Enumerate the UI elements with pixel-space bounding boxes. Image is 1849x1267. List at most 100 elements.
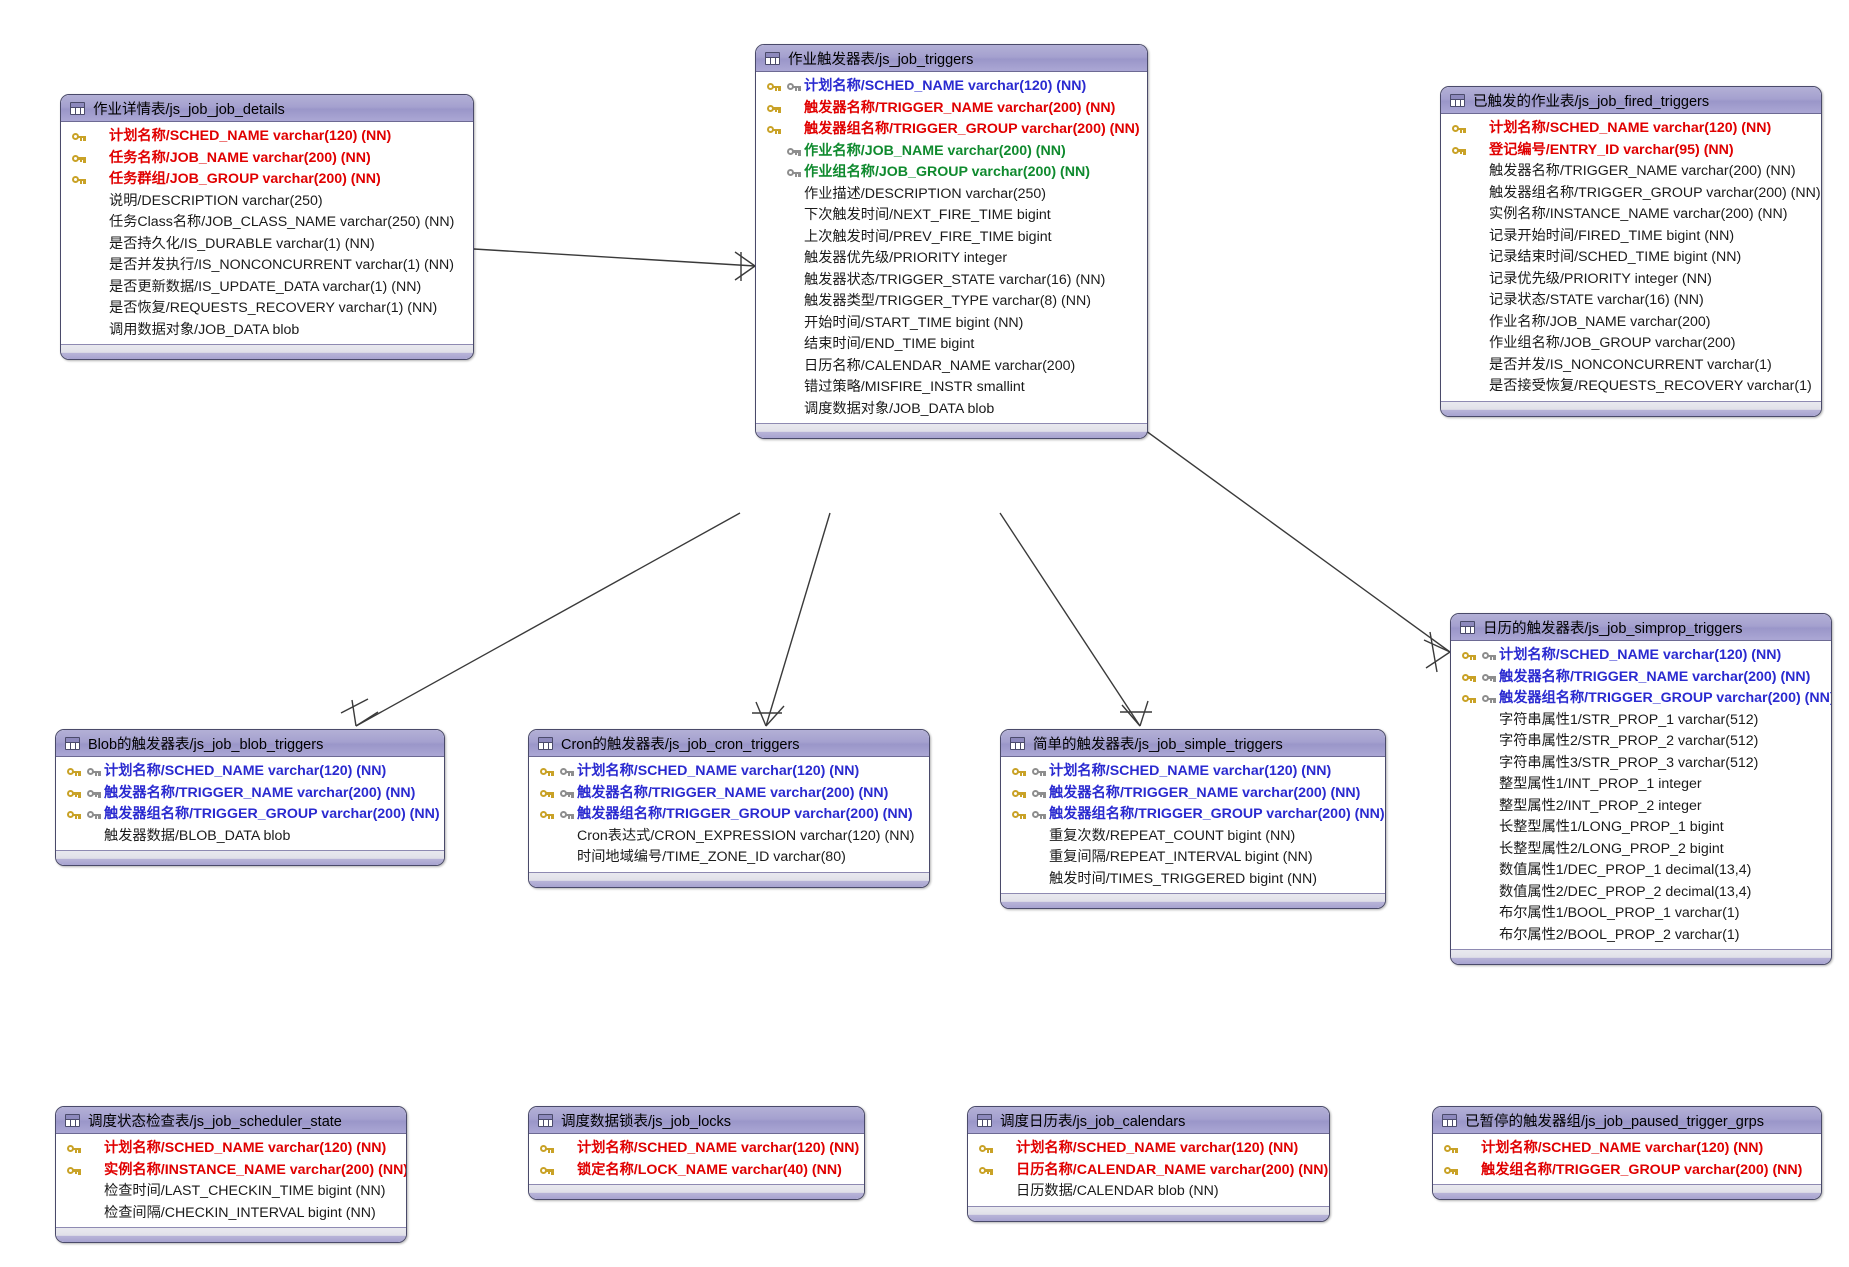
attribute-row[interactable]: 计划名称/SCHED_NAME varchar(120) (NN): [529, 761, 929, 783]
attribute-row[interactable]: 计划名称/SCHED_NAME varchar(120) (NN): [756, 76, 1147, 98]
attribute-row[interactable]: 触发器组名称/TRIGGER_GROUP varchar(200) (NN): [56, 804, 444, 826]
entity-header-simple_triggers[interactable]: 简单的触发器表/js_job_simple_triggers: [1001, 730, 1385, 757]
attribute-row[interactable]: 计划名称/SCHED_NAME varchar(120) (NN): [529, 1138, 864, 1160]
entity-header-job_details[interactable]: 作业详情表/js_job_job_details: [61, 95, 473, 122]
attribute-row[interactable]: 触发器组名称/TRIGGER_GROUP varchar(200) (NN): [756, 119, 1147, 141]
entity-header-paused_trigger_grps[interactable]: 已暂停的触发器组/js_job_paused_trigger_grps: [1433, 1107, 1821, 1134]
attribute-row[interactable]: 计划名称/SCHED_NAME varchar(120) (NN): [1001, 761, 1385, 783]
attribute-row[interactable]: 字符串属性3/STR_PROP_3 varchar(512): [1451, 753, 1831, 775]
attribute-row[interactable]: 时间地域编号/TIME_ZONE_ID varchar(80): [529, 847, 929, 869]
attribute-row[interactable]: 记录优先级/PRIORITY integer (NN): [1441, 269, 1821, 291]
attribute-row[interactable]: 作业名称/JOB_NAME varchar(200) (NN): [756, 141, 1147, 163]
attribute-row[interactable]: 触发器类型/TRIGGER_TYPE varchar(8) (NN): [756, 291, 1147, 313]
attribute-row[interactable]: 数值属性2/DEC_PROP_2 decimal(13,4): [1451, 882, 1831, 904]
entity-paused_trigger_grps[interactable]: 已暂停的触发器组/js_job_paused_trigger_grps 计划名称/…: [1432, 1106, 1822, 1200]
attribute-row[interactable]: 整型属性2/INT_PROP_2 integer: [1451, 796, 1831, 818]
attribute-row[interactable]: 计划名称/SCHED_NAME varchar(120) (NN): [1433, 1138, 1821, 1160]
attribute-row[interactable]: 开始时间/START_TIME bigint (NN): [756, 313, 1147, 335]
attribute-row[interactable]: 计划名称/SCHED_NAME varchar(120) (NN): [61, 126, 473, 148]
attribute-row[interactable]: 作业组名称/JOB_GROUP varchar(200): [1441, 333, 1821, 355]
attribute-row[interactable]: 布尔属性2/BOOL_PROP_2 varchar(1): [1451, 925, 1831, 947]
attribute-row[interactable]: 计划名称/SCHED_NAME varchar(120) (NN): [56, 761, 444, 783]
attribute-row[interactable]: 任务名称/JOB_NAME varchar(200) (NN): [61, 148, 473, 170]
entity-fired_triggers[interactable]: 已触发的作业表/js_job_fired_triggers 计划名称/SCHED_…: [1440, 86, 1822, 417]
entity-header-blob_triggers[interactable]: Blob的触发器表/js_job_blob_triggers: [56, 730, 444, 757]
attribute-row[interactable]: 任务群组/JOB_GROUP varchar(200) (NN): [61, 169, 473, 191]
attribute-row[interactable]: 是否持久化/IS_DURABLE varchar(1) (NN): [61, 234, 473, 256]
attribute-row[interactable]: 计划名称/SCHED_NAME varchar(120) (NN): [1451, 645, 1831, 667]
attribute-row[interactable]: 日历名称/CALENDAR_NAME varchar(200) (NN): [968, 1160, 1329, 1182]
attribute-row[interactable]: 整型属性1/INT_PROP_1 integer: [1451, 774, 1831, 796]
entity-simprop_triggers[interactable]: 日历的触发器表/js_job_simprop_triggers 计划名称/SCHE…: [1450, 613, 1832, 965]
attribute-row[interactable]: 是否接受恢复/REQUESTS_RECOVERY varchar(1): [1441, 376, 1821, 398]
attribute-row[interactable]: 长整型属性2/LONG_PROP_2 bigint: [1451, 839, 1831, 861]
attribute-row[interactable]: 重复间隔/REPEAT_INTERVAL bigint (NN): [1001, 847, 1385, 869]
attribute-row[interactable]: 检查间隔/CHECKIN_INTERVAL bigint (NN): [56, 1203, 406, 1225]
attribute-row[interactable]: 触发器名称/TRIGGER_NAME varchar(200) (NN): [56, 783, 444, 805]
attribute-row[interactable]: 结束时间/END_TIME bigint: [756, 334, 1147, 356]
attribute-row[interactable]: 是否更新数据/IS_UPDATE_DATA varchar(1) (NN): [61, 277, 473, 299]
attribute-row[interactable]: Cron表达式/CRON_EXPRESSION varchar(120) (NN…: [529, 826, 929, 848]
entity-header-scheduler_state[interactable]: 调度状态检查表/js_job_scheduler_state: [56, 1107, 406, 1134]
attribute-row[interactable]: 日历数据/CALENDAR blob (NN): [968, 1181, 1329, 1203]
entity-header-cron_triggers[interactable]: Cron的触发器表/js_job_cron_triggers: [529, 730, 929, 757]
attribute-row[interactable]: 是否并发执行/IS_NONCONCURRENT varchar(1) (NN): [61, 255, 473, 277]
attribute-row[interactable]: 实例名称/INSTANCE_NAME varchar(200) (NN): [56, 1160, 406, 1182]
entity-calendars[interactable]: 调度日历表/js_job_calendars 计划名称/SCHED_NAME va…: [967, 1106, 1330, 1222]
entity-header-simprop_triggers[interactable]: 日历的触发器表/js_job_simprop_triggers: [1451, 614, 1831, 641]
entity-cron_triggers[interactable]: Cron的触发器表/js_job_cron_triggers 计划名称/SCHED…: [528, 729, 930, 888]
attribute-row[interactable]: 重复次数/REPEAT_COUNT bigint (NN): [1001, 826, 1385, 848]
attribute-row[interactable]: 登记编号/ENTRY_ID varchar(95) (NN): [1441, 140, 1821, 162]
entity-simple_triggers[interactable]: 简单的触发器表/js_job_simple_triggers 计划名称/SCHED…: [1000, 729, 1386, 909]
entity-header-locks[interactable]: 调度数据锁表/js_job_locks: [529, 1107, 864, 1134]
entity-job_details[interactable]: 作业详情表/js_job_job_details 计划名称/SCHED_NAME …: [60, 94, 474, 360]
attribute-row[interactable]: 记录状态/STATE varchar(16) (NN): [1441, 290, 1821, 312]
attribute-row[interactable]: 错过策略/MISFIRE_INSTR smallint: [756, 377, 1147, 399]
attribute-row[interactable]: 记录结束时间/SCHED_TIME bigint (NN): [1441, 247, 1821, 269]
attribute-row[interactable]: 锁定名称/LOCK_NAME varchar(40) (NN): [529, 1160, 864, 1182]
attribute-row[interactable]: 数值属性1/DEC_PROP_1 decimal(13,4): [1451, 860, 1831, 882]
entity-triggers[interactable]: 作业触发器表/js_job_triggers 计划名称/SCHED_NAME va…: [755, 44, 1148, 439]
attribute-row[interactable]: 下次触发时间/NEXT_FIRE_TIME bigint: [756, 205, 1147, 227]
attribute-row[interactable]: 触发器名称/TRIGGER_NAME varchar(200) (NN): [1001, 783, 1385, 805]
attribute-row[interactable]: 长整型属性1/LONG_PROP_1 bigint: [1451, 817, 1831, 839]
attribute-row[interactable]: 作业组名称/JOB_GROUP varchar(200) (NN): [756, 162, 1147, 184]
attribute-row[interactable]: 调度数据对象/JOB_DATA blob: [756, 399, 1147, 421]
entity-scheduler_state[interactable]: 调度状态检查表/js_job_scheduler_state 计划名称/SCHED…: [55, 1106, 407, 1243]
entity-header-fired_triggers[interactable]: 已触发的作业表/js_job_fired_triggers: [1441, 87, 1821, 114]
attribute-row[interactable]: 触发器数据/BLOB_DATA blob: [56, 826, 444, 848]
attribute-row[interactable]: 上次触发时间/PREV_FIRE_TIME bigint: [756, 227, 1147, 249]
attribute-row[interactable]: 任务Class名称/JOB_CLASS_NAME varchar(250) (N…: [61, 212, 473, 234]
attribute-row[interactable]: 说明/DESCRIPTION varchar(250): [61, 191, 473, 213]
entity-header-calendars[interactable]: 调度日历表/js_job_calendars: [968, 1107, 1329, 1134]
attribute-row[interactable]: 触发器优先级/PRIORITY integer: [756, 248, 1147, 270]
attribute-row[interactable]: 触发器组名称/TRIGGER_GROUP varchar(200) (NN): [1441, 183, 1821, 205]
attribute-row[interactable]: 触发器名称/TRIGGER_NAME varchar(200) (NN): [1451, 667, 1831, 689]
attribute-row[interactable]: 触发器组名称/TRIGGER_GROUP varchar(200) (NN): [529, 804, 929, 826]
attribute-row[interactable]: 是否恢复/REQUESTS_RECOVERY varchar(1) (NN): [61, 298, 473, 320]
attribute-row[interactable]: 触发时间/TIMES_TRIGGERED bigint (NN): [1001, 869, 1385, 891]
attribute-row[interactable]: 计划名称/SCHED_NAME varchar(120) (NN): [1441, 118, 1821, 140]
attribute-row[interactable]: 触发组名称/TRIGGER_GROUP varchar(200) (NN): [1433, 1160, 1821, 1182]
attribute-row[interactable]: 记录开始时间/FIRED_TIME bigint (NN): [1441, 226, 1821, 248]
attribute-row[interactable]: 日历名称/CALENDAR_NAME varchar(200): [756, 356, 1147, 378]
attribute-row[interactable]: 实例名称/INSTANCE_NAME varchar(200) (NN): [1441, 204, 1821, 226]
attribute-row[interactable]: 布尔属性1/BOOL_PROP_1 varchar(1): [1451, 903, 1831, 925]
attribute-row[interactable]: 是否并发/IS_NONCONCURRENT varchar(1): [1441, 355, 1821, 377]
attribute-row[interactable]: 触发器状态/TRIGGER_STATE varchar(16) (NN): [756, 270, 1147, 292]
attribute-row[interactable]: 触发器组名称/TRIGGER_GROUP varchar(200) (NN): [1001, 804, 1385, 826]
attribute-row[interactable]: 触发器组名称/TRIGGER_GROUP varchar(200) (NN): [1451, 688, 1831, 710]
attribute-row[interactable]: 检查时间/LAST_CHECKIN_TIME bigint (NN): [56, 1181, 406, 1203]
attribute-row[interactable]: 作业名称/JOB_NAME varchar(200): [1441, 312, 1821, 334]
attribute-row[interactable]: 触发器名称/TRIGGER_NAME varchar(200) (NN): [756, 98, 1147, 120]
attribute-row[interactable]: 字符串属性1/STR_PROP_1 varchar(512): [1451, 710, 1831, 732]
entity-header-triggers[interactable]: 作业触发器表/js_job_triggers: [756, 45, 1147, 72]
attribute-row[interactable]: 计划名称/SCHED_NAME varchar(120) (NN): [968, 1138, 1329, 1160]
attribute-row[interactable]: 触发器名称/TRIGGER_NAME varchar(200) (NN): [529, 783, 929, 805]
attribute-row[interactable]: 调用数据对象/JOB_DATA blob: [61, 320, 473, 342]
attribute-row[interactable]: 计划名称/SCHED_NAME varchar(120) (NN): [56, 1138, 406, 1160]
attribute-row[interactable]: 作业描述/DESCRIPTION varchar(250): [756, 184, 1147, 206]
attribute-row[interactable]: 触发器名称/TRIGGER_NAME varchar(200) (NN): [1441, 161, 1821, 183]
entity-blob_triggers[interactable]: Blob的触发器表/js_job_blob_triggers 计划名称/SCHED…: [55, 729, 445, 866]
entity-locks[interactable]: 调度数据锁表/js_job_locks 计划名称/SCHED_NAME varch…: [528, 1106, 865, 1200]
